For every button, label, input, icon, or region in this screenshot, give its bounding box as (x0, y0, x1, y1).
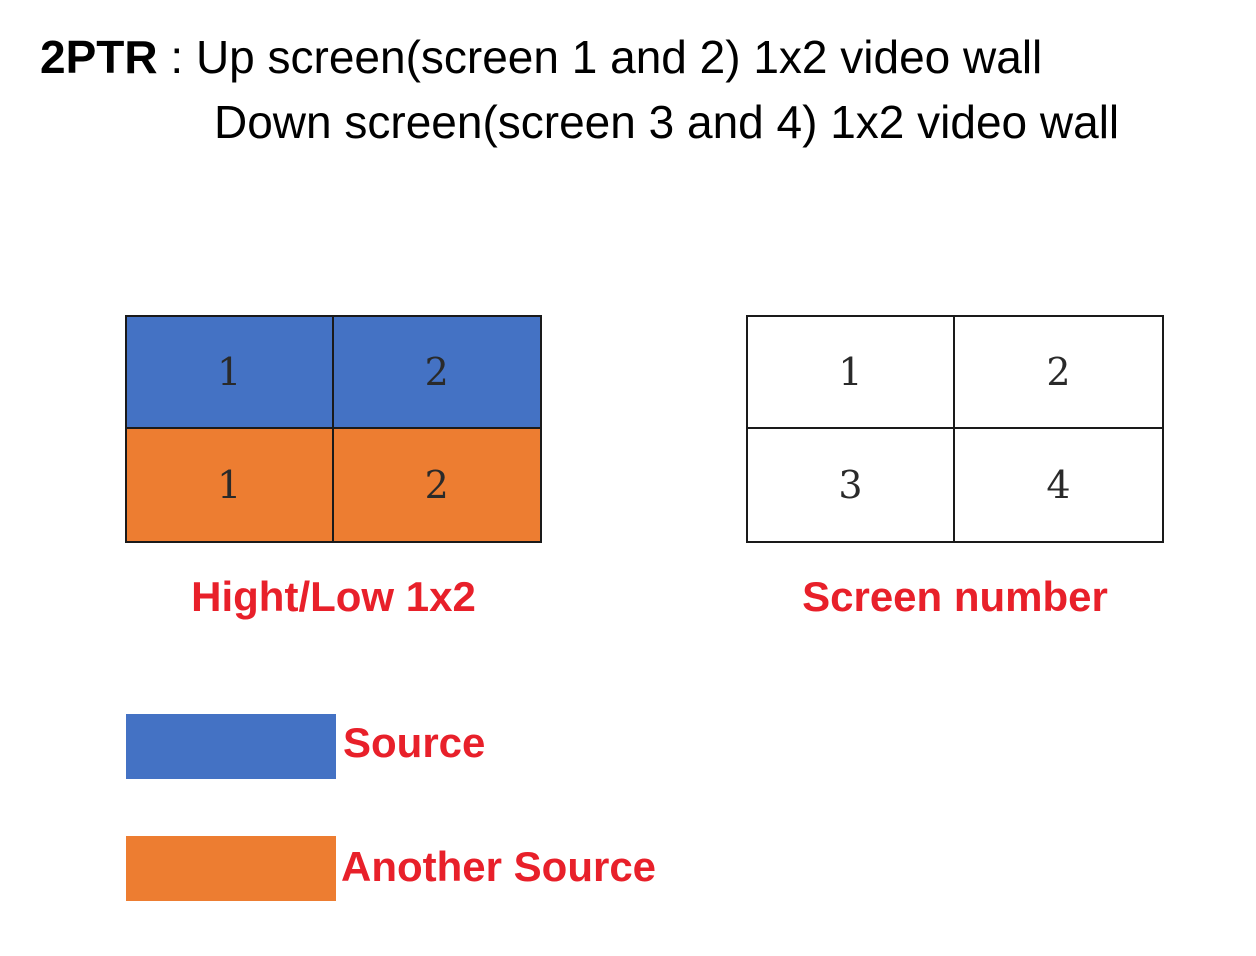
source-layout-grid: 1 2 1 2 (125, 315, 542, 543)
header-line-1: 2PTR : Up screen(screen 1 and 2) 1x2 vid… (40, 34, 1042, 80)
legend-swatch-source (126, 714, 336, 779)
header-line2-text: Down screen(screen 3 and 4) 1x2 video wa… (214, 96, 1120, 148)
screen-number-caption: Screen number (802, 573, 1108, 620)
source-cell-2: 2 (333, 317, 540, 429)
source-cell-1: 1 (127, 317, 334, 429)
screen-cell-3: 3 (748, 429, 955, 541)
legend-swatch-another-source (126, 836, 336, 901)
legend-label-source: Source (343, 719, 486, 766)
header-line1-text: Up screen(screen 1 and 2) 1x2 video wall (195, 31, 1043, 83)
source-cell-3: 1 (127, 429, 334, 541)
source-layout-caption: Hight/Low 1x2 (191, 573, 476, 620)
screen-cell-4: 4 (955, 429, 1162, 541)
header-line-2: Down screen(screen 3 and 4) 1x2 video wa… (214, 99, 1119, 145)
screen-cell-2: 2 (955, 317, 1162, 429)
header-separator: : (157, 31, 196, 83)
source-cell-4: 2 (333, 429, 540, 541)
mode-label: 2PTR (40, 31, 158, 83)
legend-label-another-source: Another Source (341, 843, 657, 890)
screen-number-grid: 1 2 3 4 (746, 315, 1164, 543)
screen-cell-1: 1 (748, 317, 955, 429)
